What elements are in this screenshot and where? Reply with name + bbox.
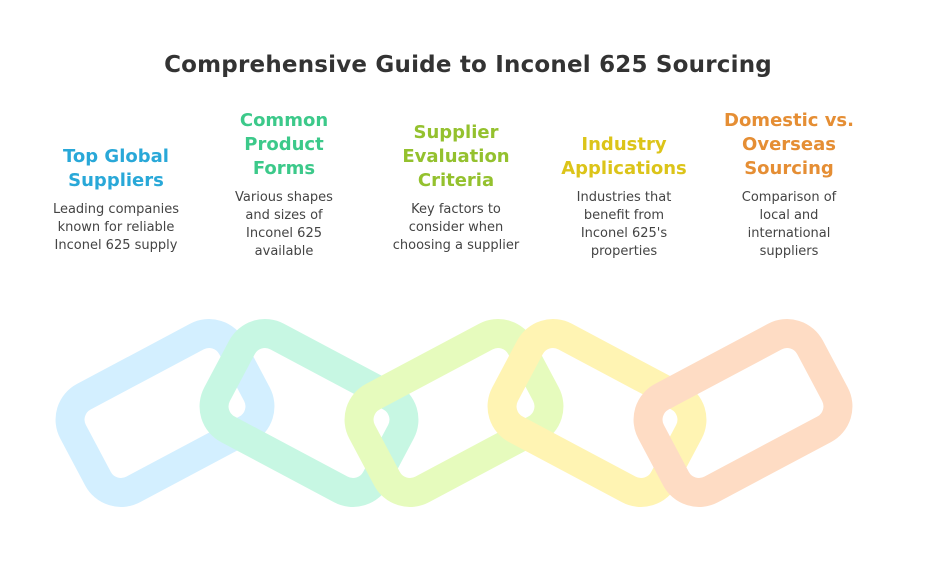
step-heading: Top Global Suppliers (63, 146, 169, 191)
step-top-global-suppliers: Top Global Suppliers Leading companies k… (31, 145, 201, 255)
step-supplier-evaluation-criteria: Supplier Evaluation Criteria Key factors… (371, 121, 541, 255)
step-description: Various shapes and sizes of Inconel 625 … (235, 190, 333, 259)
step-heading: Industry Applications (561, 134, 687, 179)
step-common-product-forms: Common Product Forms Various shapes and … (199, 109, 369, 261)
step-heading: Domestic vs. Overseas Sourcing (724, 110, 854, 179)
step-heading: Common Product Forms (239, 110, 329, 179)
step-domestic-vs-overseas: Domestic vs. Overseas Sourcing Compariso… (704, 109, 874, 261)
step-description: Leading companies known for reliable Inc… (52, 202, 180, 253)
step-description: Key factors to consider when choosing a … (392, 202, 520, 253)
step-industry-applications: Industry Applications Industries that be… (539, 133, 709, 261)
chain-link-5 (633, 319, 853, 507)
step-description: Comparison of local and international su… (741, 190, 837, 259)
step-description: Industries that benefit from Inconel 625… (576, 190, 672, 259)
step-heading: Supplier Evaluation Criteria (402, 122, 510, 191)
page-title: Comprehensive Guide to Inconel 625 Sourc… (164, 52, 772, 78)
